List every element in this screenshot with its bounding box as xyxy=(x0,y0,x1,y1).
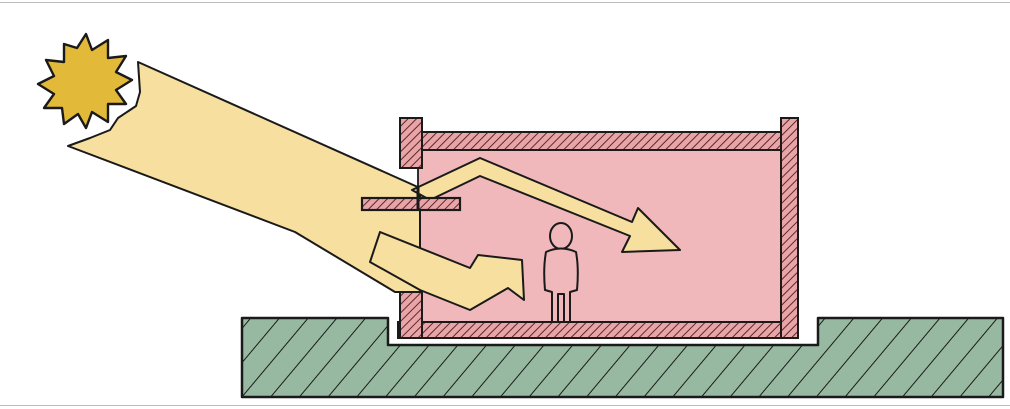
sun-icon xyxy=(38,34,132,128)
left-wall-lower xyxy=(400,288,422,338)
roof-slab xyxy=(412,132,796,150)
left-parapet xyxy=(400,118,422,168)
floor-slab xyxy=(398,322,796,338)
right-wall xyxy=(781,118,798,338)
